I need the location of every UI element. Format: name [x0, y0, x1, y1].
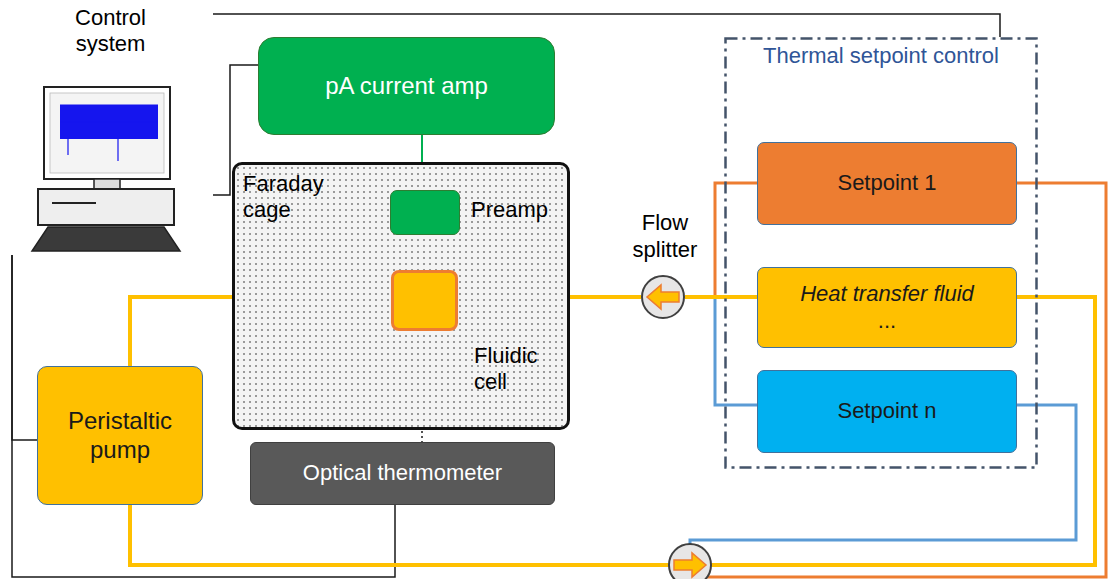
outside-label: Flow splitter	[613, 210, 717, 263]
flow-splitter: Flow splitter	[641, 275, 685, 319]
flow-arrow	[643, 277, 683, 317]
setpoint-box: Setpoint n	[757, 370, 1017, 453]
flow-arrow	[674, 553, 706, 577]
connector	[12, 255, 37, 440]
fluid-box: Heat transfer fluid...	[757, 267, 1017, 348]
node-label: pA current amp	[325, 72, 488, 101]
node-sublabel: ...	[878, 308, 896, 334]
node-label: Control system	[51, 5, 171, 58]
computer-node: Control system	[8, 5, 213, 255]
thermometer-box: Optical thermometer	[250, 442, 555, 505]
node-label: Fluidic cell	[474, 343, 564, 396]
setpoint-box: Setpoint 1	[757, 142, 1017, 225]
node-label: Setpoint 1	[837, 170, 936, 196]
connector	[685, 297, 757, 405]
outside-label: Preamp	[471, 197, 571, 223]
node-label: Peristaltic pump	[50, 407, 190, 465]
connector	[685, 295, 757, 299]
node-label: Heat transfer fluid	[800, 281, 974, 307]
pump-box: Peristaltic pump	[37, 366, 203, 505]
preamp-box: Preamp	[390, 190, 460, 235]
connector	[213, 14, 1000, 37]
node-label: Flow splitter	[613, 210, 717, 263]
amplifier-box: pA current amp	[258, 37, 555, 135]
fluidic-cell: Fluidic cell	[391, 270, 458, 331]
node-label: Thermal setpoint control	[751, 43, 1011, 69]
faraday-cage: Faraday cage PreampFluidic cell	[232, 162, 570, 430]
node-label: Preamp	[471, 197, 571, 223]
node-label: Optical thermometer	[303, 460, 502, 486]
thermal-control-group: Thermal setpoint controlSetpoint 1 Heat t…	[724, 37, 1038, 469]
splitter-circle	[669, 544, 711, 579]
node-label: Setpoint n	[837, 398, 936, 424]
node-label: Faraday cage	[243, 171, 363, 224]
outside-label: Fluidic cell	[474, 343, 564, 396]
